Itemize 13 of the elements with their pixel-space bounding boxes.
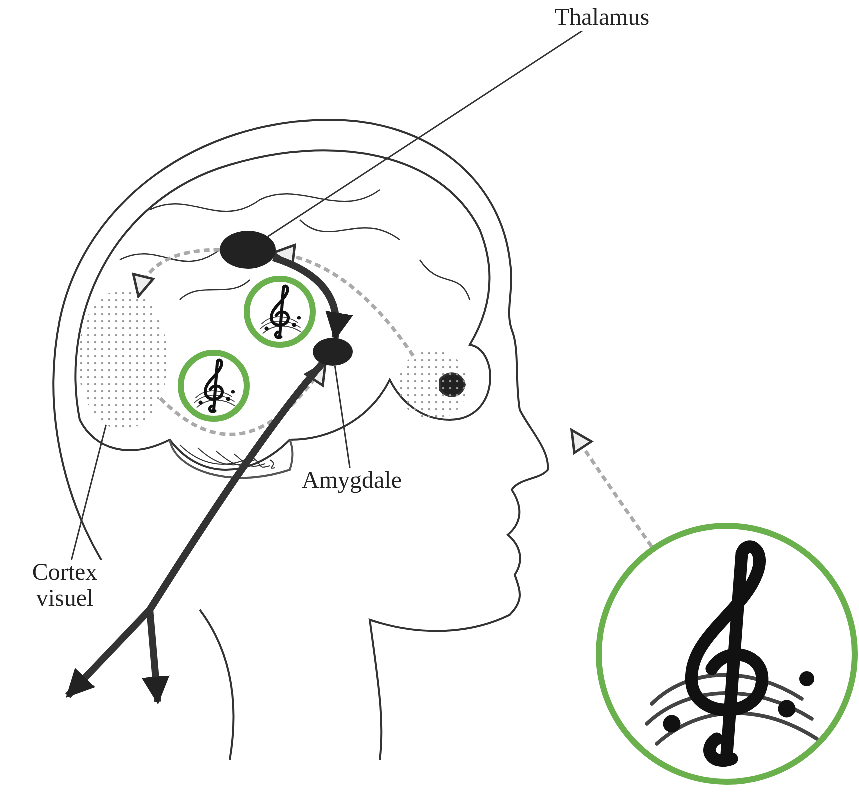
amygdala-shape [313,338,353,366]
thalamus-shape [220,231,276,269]
arrow [142,362,326,705]
leader-line [70,424,108,560]
structure-label: Amygdale [302,468,402,494]
leader-line [268,30,583,238]
arrow [134,248,220,298]
treble-clef-icon [244,276,316,348]
structure-label: Thalamus [555,5,650,31]
arrow [159,362,327,436]
arrow [570,429,654,548]
leader-line [334,366,351,468]
arrow [272,254,352,341]
